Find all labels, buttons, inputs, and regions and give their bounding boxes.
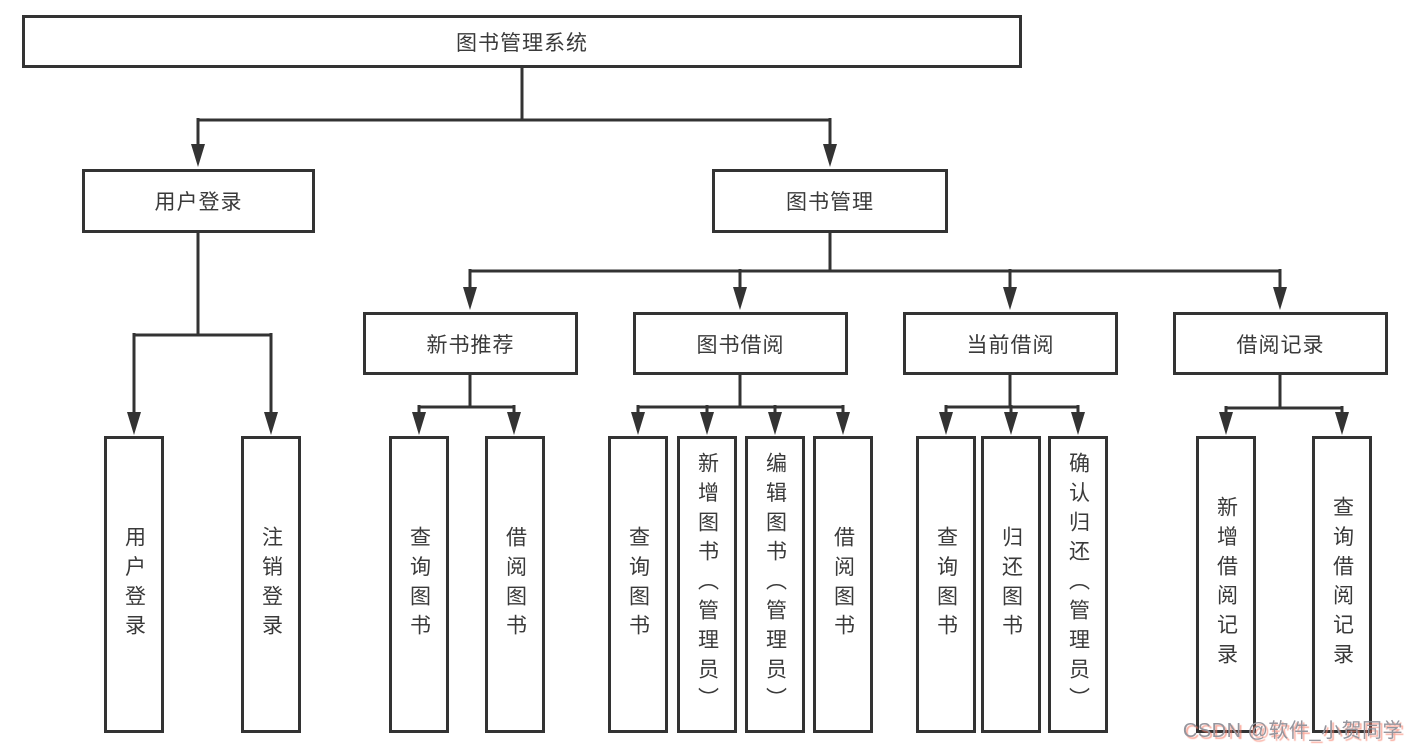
node-leaf-query-book-2-label: 查询图书 (626, 525, 650, 644)
node-leaf-query-borrow-record: 查询借阅记录 (1312, 436, 1372, 733)
node-user-login-label: 用户登录 (154, 191, 243, 214)
connector-record-to-leaves (1224, 375, 1344, 416)
node-book-management: 图书管理 (712, 169, 948, 233)
node-book-borrow-label: 图书借阅 (696, 333, 785, 357)
node-leaf-return-book: 归还图书 (981, 436, 1041, 733)
node-new-book-recommend-label: 新书推荐 (426, 333, 515, 357)
connector-borrow-to-leaves (636, 375, 845, 416)
node-leaf-edit-book-admin-label: 编辑图书（管理员） (763, 452, 787, 717)
connector-userlogin-to-leaves (132, 231, 273, 416)
node-leaf-query-book-2: 查询图书 (608, 436, 668, 733)
node-leaf-logout: 注销登录 (241, 436, 301, 733)
node-leaf-query-book-3: 查询图书 (916, 436, 976, 733)
node-leaf-query-book-1-label: 查询图书 (407, 525, 431, 644)
node-borrow-record-label: 借阅记录 (1236, 333, 1325, 357)
csdn-watermark: CSDN @软件_小贺同学 (1182, 720, 1403, 742)
node-leaf-query-book-1: 查询图书 (389, 436, 449, 733)
node-leaf-add-borrow-record: 新增借阅记录 (1196, 436, 1256, 733)
node-leaf-query-book-3-label: 查询图书 (934, 525, 958, 644)
node-library-system-label: 图书管理系统 (456, 31, 588, 55)
arrowheads (127, 144, 1349, 435)
node-leaf-confirm-return-admin-label: 确认归还（管理员） (1066, 452, 1090, 717)
node-book-management-label: 图书管理 (786, 191, 874, 214)
node-leaf-return-book-label: 归还图书 (999, 525, 1023, 644)
node-borrow-record: 借阅记录 (1173, 312, 1388, 375)
node-leaf-borrow-book-2-label: 借阅图书 (831, 525, 855, 644)
node-leaf-add-book-admin-label: 新增图书（管理员） (695, 452, 719, 717)
node-leaf-query-borrow-record-label: 查询借阅记录 (1330, 496, 1354, 673)
node-leaf-confirm-return-admin: 确认归还（管理员） (1048, 436, 1108, 733)
node-leaf-add-borrow-record-label: 新增借阅记录 (1214, 496, 1238, 673)
node-user-login: 用户登录 (82, 169, 315, 233)
node-leaf-borrow-book-2: 借阅图书 (813, 436, 873, 733)
connector-recommend-to-leaves (417, 375, 516, 416)
connector-current-to-leaves (944, 375, 1080, 416)
node-new-book-recommend: 新书推荐 (363, 312, 578, 375)
node-leaf-user-login: 用户登录 (104, 436, 164, 733)
connector-bookmanage-to-level3 (468, 233, 1282, 291)
node-leaf-logout-label: 注销登录 (259, 525, 283, 644)
connector-root-to-level2 (196, 66, 832, 150)
node-leaf-add-book-admin: 新增图书（管理员） (677, 436, 737, 733)
node-leaf-borrow-book-1-label: 借阅图书 (503, 525, 527, 644)
node-library-system: 图书管理系统 (22, 15, 1022, 68)
node-book-borrow: 图书借阅 (633, 312, 848, 375)
node-leaf-borrow-book-1: 借阅图书 (485, 436, 545, 733)
node-leaf-user-login-label: 用户登录 (122, 525, 146, 644)
node-current-borrow: 当前借阅 (903, 312, 1118, 375)
node-leaf-edit-book-admin: 编辑图书（管理员） (745, 436, 805, 733)
node-current-borrow-label: 当前借阅 (966, 333, 1055, 357)
